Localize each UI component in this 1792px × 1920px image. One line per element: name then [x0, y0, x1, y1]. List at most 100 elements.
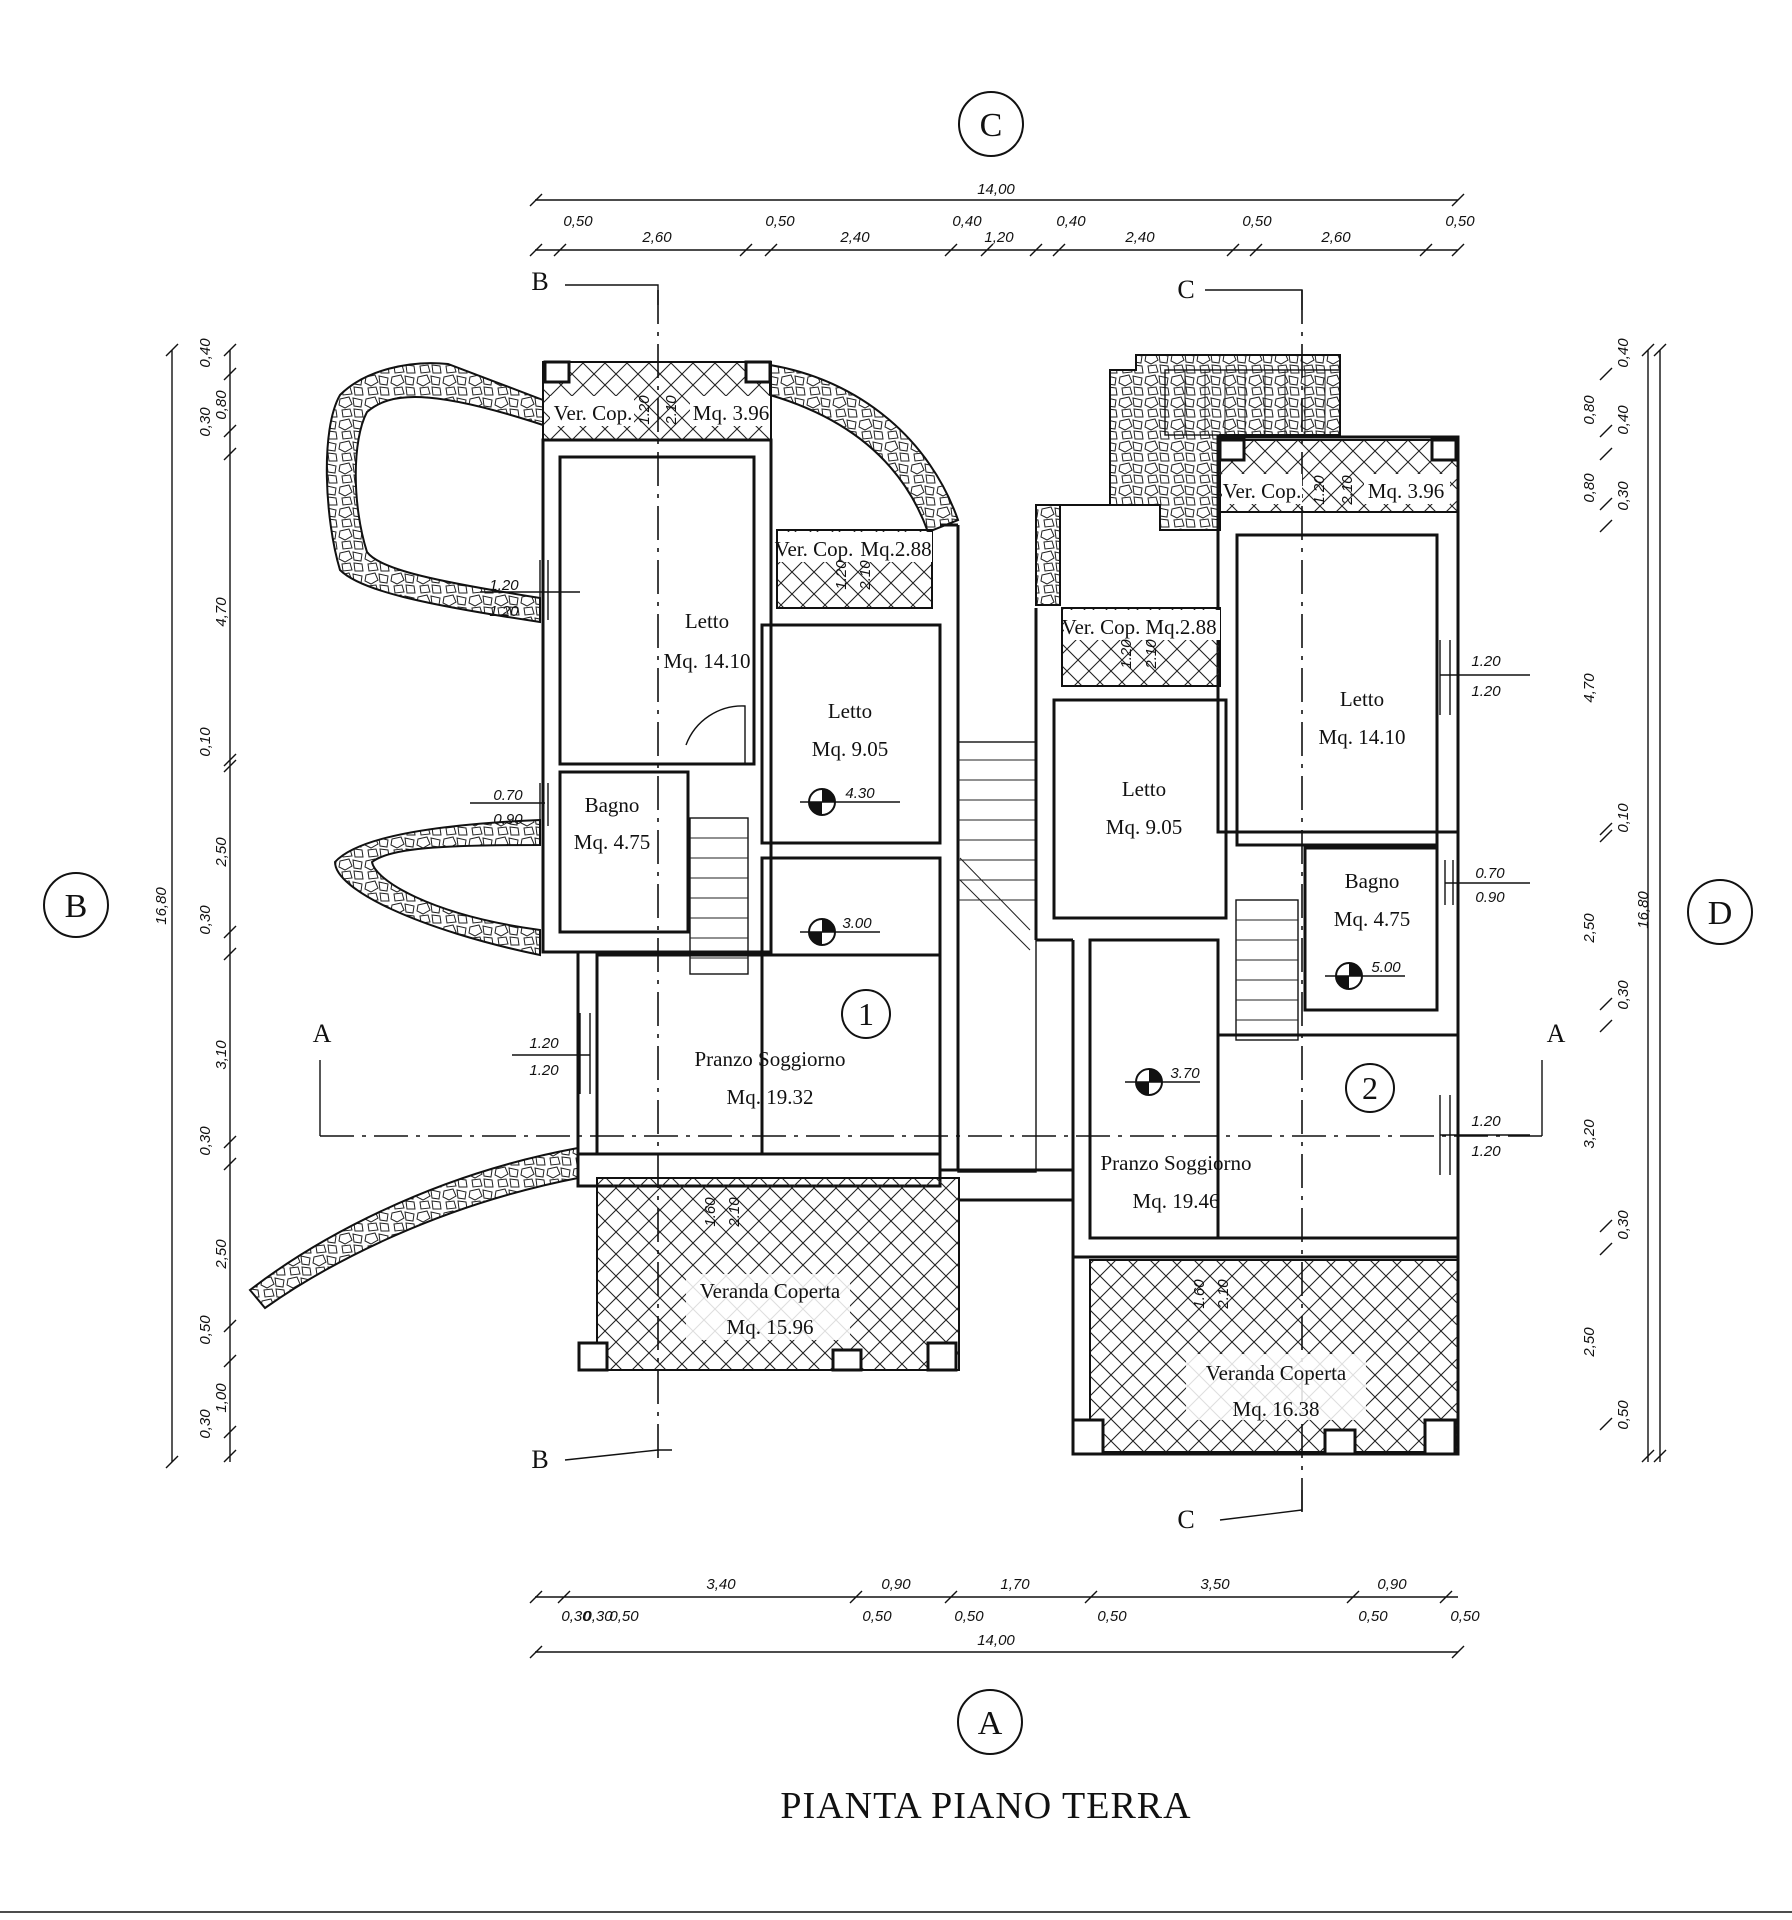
u2-door-height-4b: 2.10 — [1339, 475, 1356, 506]
right-dim-4: 0,80 — [1581, 473, 1598, 503]
unit-2-walls — [1034, 435, 1460, 1456]
window-4-b: 1.20 — [1471, 683, 1501, 700]
u1-door-height-3a: 1.60 — [702, 1197, 719, 1227]
top-dim-5: 0,40 — [952, 213, 982, 230]
u1-ver-cop-top-area: Mq. 3.96 — [693, 401, 769, 425]
section-c-label-top: C — [1177, 275, 1194, 304]
axis-marker-bottom: A — [957, 1689, 1023, 1755]
section-line-b: B B — [531, 267, 672, 1474]
left-dim-4: 4,70 — [213, 597, 230, 627]
left-dim-12: 1,00 — [213, 1383, 230, 1413]
level-value-1: 4.30 — [845, 785, 875, 802]
u1-veranda-name: Veranda Coperta — [700, 1279, 841, 1303]
top-dim-4: 2,40 — [839, 229, 870, 246]
axis-label-right: D — [1708, 895, 1733, 932]
u2-door-height-5a: 1.20 — [1118, 639, 1135, 669]
bottom-low-dim-6: 0,50 — [1097, 1608, 1127, 1625]
right-dimension-chain: 16,80 0,40 0,80 0,40 0,80 0,30 4,70 0,10… — [1581, 338, 1667, 1463]
bottom-low-dim-1: 0,30 — [561, 1608, 591, 1625]
right-dim-10: 3,20 — [1581, 1119, 1598, 1149]
level-value-2: 3.00 — [842, 915, 872, 932]
window-dimensions: 1.20 1.20 0.70 0.90 1.20 1.20 1.20 1.20 … — [470, 560, 1530, 1175]
u2-ver-cop-mid-name: Ver. Cop. — [1062, 615, 1141, 639]
u2-bagno-name: Bagno — [1345, 869, 1400, 893]
u2-letto-big-area: Mq. 14.10 — [1319, 725, 1406, 749]
right-dim-1: 0,40 — [1615, 338, 1632, 368]
u2-pranzo-area: Mq. 19.46 — [1133, 1189, 1220, 1213]
left-dim-7: 0,30 — [197, 905, 214, 935]
bottom-low-dim-3: 0,50 — [609, 1608, 639, 1625]
u2-door-height-6b: 2.10 — [1215, 1279, 1232, 1310]
bottom-low-dim-8: 0,50 — [1450, 1608, 1480, 1625]
left-dim-6: 2,50 — [213, 837, 230, 868]
bottom-dim-5: 0,90 — [1377, 1576, 1407, 1593]
u1-bagno-area: Mq. 4.75 — [574, 830, 650, 854]
bottom-low-dim-4: 0,50 — [862, 1608, 892, 1625]
right-dim-8: 2,50 — [1581, 913, 1598, 944]
right-dim-13: 0,50 — [1615, 1400, 1632, 1430]
u2-bagno-area: Mq. 4.75 — [1334, 907, 1410, 931]
u1-letto-small-area: Mq. 9.05 — [812, 737, 888, 761]
u1-veranda-area: Mq. 15.96 — [727, 1315, 814, 1339]
u2-door-height-5b: 2.10 — [1143, 639, 1160, 670]
left-dim-2: 0,80 — [213, 390, 230, 420]
window-2-a: 0.70 — [493, 787, 523, 804]
window-6-b: 1.20 — [1471, 1143, 1501, 1160]
top-dimension-chain: 14,00 0,50 2,60 0,50 2,40 0,40 1,20 0,40… — [529, 181, 1475, 257]
u1-door-height-1b: 2.10 — [663, 395, 680, 426]
left-dim-1: 0,40 — [197, 338, 214, 368]
u2-pranzo-name: Pranzo Soggiorno — [1100, 1151, 1251, 1175]
level-marker-1: 4.30 — [800, 785, 900, 816]
right-dim-11: 0,30 — [1615, 1210, 1632, 1240]
u1-door-height-2b: 2.10 — [857, 560, 874, 591]
unit-1-hatched-verandas — [542, 360, 960, 1372]
axis-label-left: B — [65, 888, 88, 925]
bottom-dim-2: 0,90 — [881, 1576, 911, 1593]
bottom-dim-4: 3,50 — [1200, 1576, 1230, 1593]
unit-1-stair — [689, 817, 749, 975]
window-4-a: 1.20 — [1471, 653, 1501, 670]
drawing-title: PIANTA PIANO TERRA — [780, 1785, 1191, 1827]
axis-marker-right: D — [1687, 879, 1753, 945]
level-value-4: 5.00 — [1371, 959, 1401, 976]
u2-ver-cop-top-area: Mq. 3.96 — [1368, 479, 1444, 503]
axis-label-top: C — [980, 107, 1003, 144]
right-dim-5: 0,30 — [1615, 481, 1632, 511]
left-dim-10: 2,50 — [213, 1239, 230, 1270]
left-dim-9: 0,30 — [197, 1126, 214, 1156]
top-dim-10: 2,60 — [1320, 229, 1351, 246]
section-line-a: A A — [313, 1019, 1566, 1137]
window-1-a: 1.20 — [489, 577, 519, 594]
right-dim-9: 0,30 — [1615, 980, 1632, 1010]
unit-2-upper-stair — [1164, 369, 1341, 436]
axis-marker-top: C — [958, 91, 1024, 157]
unit-2-hatched-verandas — [1061, 438, 1459, 1456]
top-dim-7: 0,40 — [1056, 213, 1086, 230]
svg-text:2: 2 — [1362, 1070, 1378, 1106]
u2-ver-cop-top-name: Ver. Cop. — [1223, 479, 1302, 503]
window-1-b: 1.20 — [489, 603, 519, 620]
bottom-total-dimension: 14,00 — [977, 1632, 1015, 1649]
u1-door-height-3b: 2.10 — [726, 1197, 743, 1228]
unit-number-1: 1 — [841, 989, 891, 1039]
level-marker-4: 5.00 — [1325, 959, 1405, 990]
right-dim-12: 2,50 — [1581, 1327, 1598, 1358]
top-total-dimension: 14,00 — [977, 181, 1015, 198]
stone-walkways — [248, 354, 1341, 1310]
u2-ver-cop-mid-area: Mq.2.88 — [1145, 615, 1216, 639]
right-dim-2: 0,80 — [1581, 395, 1598, 425]
u2-door-height-4a: 1.20 — [1311, 475, 1328, 505]
top-dim-3: 0,50 — [765, 213, 795, 230]
u1-door-height-1a: 1.20 — [636, 395, 653, 425]
top-dim-6: 1,20 — [984, 229, 1014, 246]
section-a-label-right: A — [1547, 1019, 1566, 1048]
u2-letto-big-name: Letto — [1340, 687, 1384, 711]
top-dim-1: 0,50 — [563, 213, 593, 230]
level-marker-2: 3.00 — [800, 915, 880, 946]
window-3-b: 1.20 — [529, 1062, 559, 1079]
window-6-a: 1.20 — [1471, 1113, 1501, 1130]
window-2-b: 0.90 — [493, 811, 523, 828]
bottom-dim-3: 1,70 — [1000, 1576, 1030, 1593]
right-total-dimension: 16,80 — [1635, 891, 1652, 929]
unit-2-stair — [1235, 899, 1299, 1041]
